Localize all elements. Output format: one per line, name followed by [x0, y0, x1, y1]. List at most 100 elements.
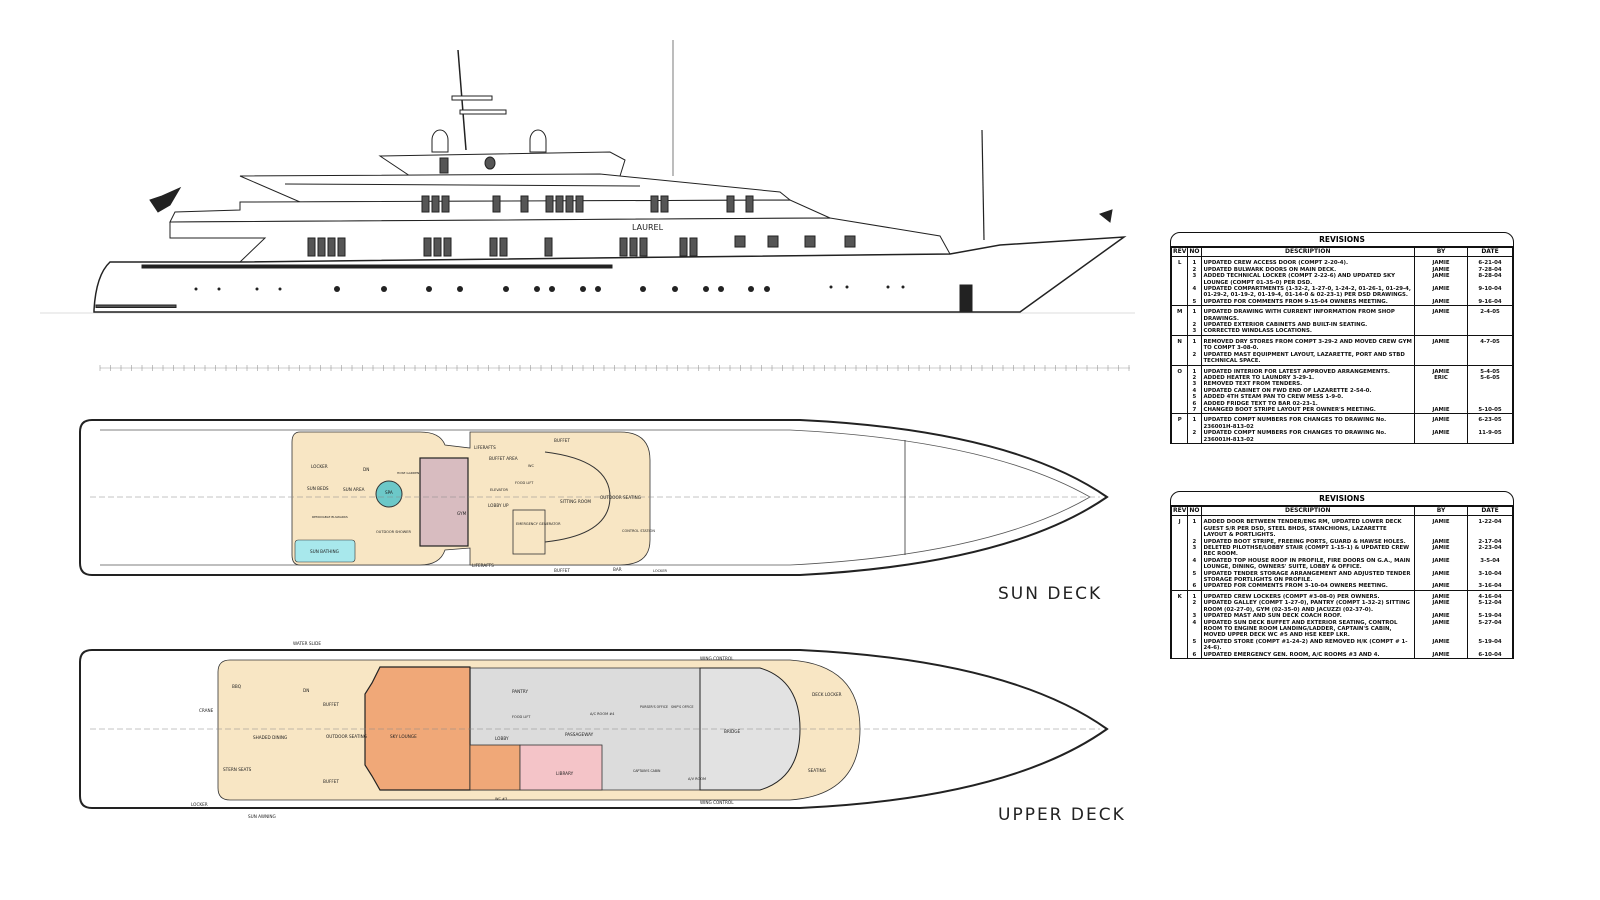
- label-wing-control-bottom: WING CONTROL: [700, 800, 734, 805]
- main-deck-windows: [307, 235, 856, 257]
- label-ac-room: A/C ROOM #4: [590, 712, 615, 716]
- revision-rev: [1170, 430, 1189, 443]
- revision-no: 4: [1187, 619, 1202, 639]
- revision-rev: [1170, 583, 1189, 591]
- revision-no: 1: [1187, 364, 1202, 375]
- revision-desc: UPDATED TOP HOUSE ROOF IN PROFILE, FIRE …: [1200, 557, 1415, 571]
- col-by: BY: [1414, 505, 1468, 517]
- revision-date: [1467, 387, 1513, 395]
- revision-by: JAMIE: [1414, 600, 1468, 614]
- label-lobby-up: LOBBY UP: [488, 503, 509, 508]
- revision-no: 6: [1187, 651, 1202, 658]
- revision-no: 5: [1187, 394, 1202, 401]
- revision-by: JAMIE: [1414, 334, 1468, 352]
- revision-date: 1-22-04: [1467, 515, 1513, 539]
- revision-rev: [1170, 394, 1189, 401]
- radome: [431, 129, 449, 153]
- revision-by: JAMIE: [1414, 545, 1468, 558]
- revision-desc: UPDATED COMPT NUMBERS FOR CHANGES TO DRA…: [1200, 413, 1415, 431]
- revision-rev: J: [1170, 515, 1189, 539]
- sun-deck-labels: LOCKER DN SUN BEDS SUN AREA REMOVABLE BU…: [307, 438, 668, 573]
- label-locker: LOCKER: [311, 464, 328, 469]
- label-buffet-top: BUFFET: [554, 438, 570, 443]
- boot-stripe: [95, 304, 177, 308]
- revision-by: JAMIE: [1414, 651, 1468, 658]
- rub-rail: [141, 264, 613, 269]
- revision-no: 3: [1187, 613, 1202, 620]
- sun-deck-exterior-area: [291, 431, 651, 566]
- label-locker: LOCKER: [191, 802, 208, 807]
- label-shaded-dining: SHADED DINING: [253, 735, 287, 740]
- revision-date: 3-5-04: [1467, 557, 1513, 571]
- revision-desc: UPDATED DRAWING WITH CURRENT INFORMATION…: [1200, 305, 1415, 323]
- revision-date: 2-4-05: [1467, 305, 1513, 323]
- label-emergency-generator: EMERGENCY GENERATOR: [516, 522, 561, 526]
- label-sitting-room: SITTING ROOM: [560, 499, 591, 504]
- revision-desc: UPDATED INTERIOR FOR LATEST APPROVED ARR…: [1200, 364, 1415, 375]
- revision-date: 9-10-04: [1467, 286, 1513, 299]
- revision-rev: [1170, 570, 1189, 584]
- revision-desc: ADDED TECHNICAL LOCKER (COMPT 2-22-6) AN…: [1200, 273, 1415, 287]
- revision-rev: [1170, 266, 1189, 274]
- revision-desc: DELETED PILOTHSE/LOBBY STAIR (COMPT 1-15…: [1200, 545, 1415, 558]
- radar-arm: [451, 95, 493, 101]
- gym-room: [419, 457, 469, 547]
- revision-rev: [1170, 381, 1189, 388]
- revision-rev: [1170, 328, 1189, 336]
- revision-by: JAMIE: [1414, 305, 1468, 323]
- label-dn: DN: [303, 688, 309, 693]
- sky-lounge-room: [364, 666, 471, 791]
- col-date: DATE: [1467, 505, 1513, 517]
- revision-desc: REMOVED DRY STORES FROM COMPT 3-29-2 AND…: [1200, 334, 1415, 352]
- revision-by: JAMIE: [1414, 413, 1468, 431]
- revision-date: 4-16-04: [1467, 589, 1513, 601]
- revision-date: 9-16-04: [1467, 298, 1513, 306]
- col-rev: REV: [1170, 246, 1189, 258]
- label-locker-bottom: LOCKER: [653, 569, 668, 573]
- label-library: LIBRARY: [556, 771, 574, 776]
- label-buffet-area: BUFFET AREA: [489, 456, 518, 461]
- revision-no: 1: [1187, 589, 1202, 601]
- label-sun-bathing: SUN BATHING: [310, 549, 339, 554]
- revision-by: JAMIE: [1414, 256, 1468, 267]
- label-bbq: BBQ: [232, 684, 242, 689]
- hull: [93, 236, 1127, 313]
- revision-rev: [1170, 374, 1189, 382]
- library-room: [519, 744, 603, 791]
- revision-rev: [1170, 619, 1189, 639]
- label-gym: GYM: [457, 511, 467, 516]
- radome: [529, 129, 547, 153]
- upper-deck-plan: WATER SLIDE BBQ CRANE LOCKER SHADED DINI…: [79, 641, 1109, 819]
- revision-rev: [1170, 406, 1189, 414]
- revision-no: 6: [1187, 583, 1202, 591]
- revision-rev: [1170, 298, 1189, 306]
- revision-desc: ADDED DOOR BETWEEN TENDER/ENG RM, UPDATE…: [1200, 515, 1415, 539]
- revision-date: 3-16-04: [1467, 583, 1513, 591]
- revision-date: 2-23-04: [1467, 545, 1513, 558]
- profile-view: LAUREL: [40, 40, 1135, 314]
- label-seating: SEATING: [808, 768, 826, 773]
- top-house-porthole: [484, 156, 496, 170]
- revision-no: 6: [1187, 400, 1202, 407]
- revision-no: 7: [1187, 406, 1202, 414]
- revisions-title: REVISIONS: [1171, 233, 1513, 247]
- label-av-room: A/V ROOM: [688, 777, 706, 781]
- bow-flag: [1098, 209, 1113, 223]
- top-house: [378, 151, 626, 177]
- revision-date: 5-19-04: [1467, 613, 1513, 620]
- label-deck-locker: DECK LOCKER: [812, 692, 842, 697]
